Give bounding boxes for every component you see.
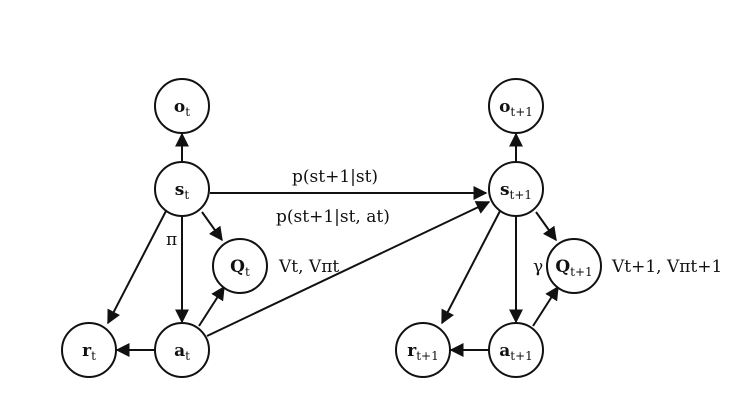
transition-label: p(st+1|st) [292,167,378,187]
node-s-t1: st+1 [488,161,544,217]
node-r-t: rt [61,322,117,378]
svg-text:at: at [174,341,190,363]
svg-text:st: st [175,180,190,202]
svg-text:rt: rt [82,341,96,363]
edge-a-t1-to-q-t1 [532,285,559,327]
transition-action-label: p(st+1|st, at) [276,207,390,227]
values-t1-label: Vt+1, Vπt+1 [611,257,722,277]
edge-s-t-to-q-t [201,211,223,242]
node-a-t: at [154,322,210,378]
discount-label: γ [533,257,543,277]
svg-text:Qt+1: Qt+1 [555,257,592,279]
svg-text:rt+1: rt+1 [407,341,438,363]
node-a-t1: at+1 [488,322,544,378]
edge-a-t-to-q-t [198,285,225,327]
svg-text:at+1: at+1 [499,341,533,363]
edge-a-t-to-s-t1 [206,201,491,337]
node-s-t: st [154,161,210,217]
edge-s-t-to-r-t [107,210,167,325]
node-o-t1: ot+1 [488,78,544,134]
policy-label: π [166,230,177,250]
svg-text:st+1: st+1 [500,180,532,202]
svg-text:Qt: Qt [230,257,250,279]
svg-text:ot+1: ot+1 [499,97,533,119]
values-t-label: Vt, Vπt [278,257,339,277]
edge-s-t1-to-q-t1 [535,211,557,242]
node-r-t1: rt+1 [395,322,451,378]
edge-s-t1-to-r-t1 [441,210,501,325]
node-q-t1: Qt+1 [546,238,602,294]
node-q-t: Qt [212,238,268,294]
node-o-t: ot [154,78,210,134]
svg-text:ot: ot [174,97,190,119]
